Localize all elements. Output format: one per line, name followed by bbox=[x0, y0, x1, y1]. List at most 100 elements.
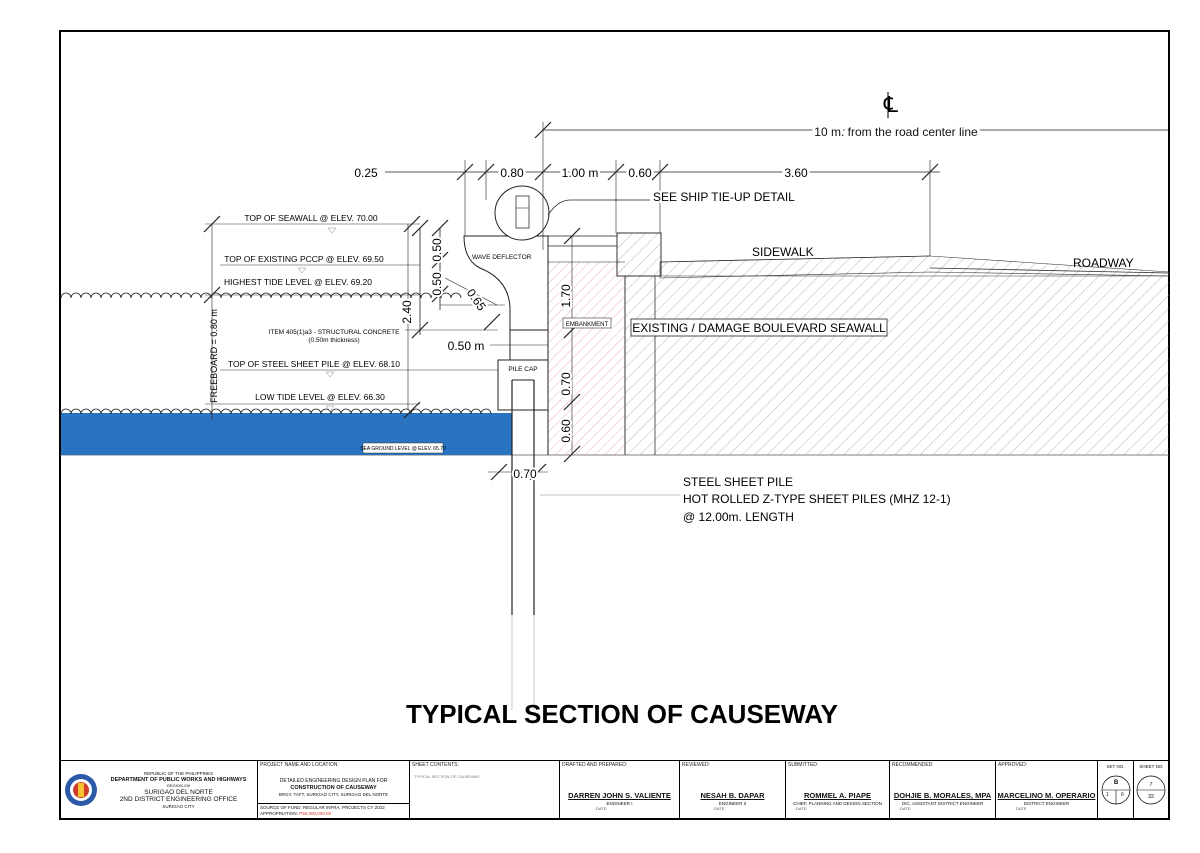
project-fund: SOURCE OF FUND: REGULAR INFRA. PROJECTS … bbox=[260, 805, 385, 810]
dim-360: 3.60 bbox=[784, 166, 808, 180]
sheet-no-top: 7 bbox=[1149, 782, 1153, 788]
submitted-date: DATE bbox=[796, 806, 807, 811]
title-block: REPUBLIC OF THE PHILIPPINES DEPARTMENT O… bbox=[60, 760, 1169, 820]
freeboard-label: FREEBOARD = 0.80 m bbox=[209, 309, 219, 403]
dim-070-vertical: 0.70 bbox=[559, 372, 573, 396]
centerline-note: 10 m. from the road center line bbox=[814, 125, 978, 139]
dim-170: 1.70 bbox=[559, 284, 573, 308]
project-appropriation: APPROPRIATION: P50,000,000.00 bbox=[260, 811, 331, 816]
approved-label: APPROVED: bbox=[998, 762, 1028, 768]
agency-republic: REPUBLIC OF THE PHILIPPINES bbox=[143, 771, 214, 776]
sheet-pile-label-3: @ 12.00m. LENGTH bbox=[683, 510, 794, 524]
set-no-circle bbox=[1101, 775, 1131, 805]
embankment-label: EMBANKMENT bbox=[566, 322, 609, 328]
drafted-cell: DRAFTED AND PREPARED: DARREN JOHN S. VAL… bbox=[560, 761, 680, 820]
recommended-name: DOHJIE B. MORALES, MPA bbox=[893, 791, 992, 800]
dim-025: 0.25 bbox=[354, 166, 378, 180]
sheet-no-circle bbox=[1136, 775, 1166, 805]
high-tide-waves bbox=[60, 292, 462, 299]
item-405-line1: ITEM 405(1)a3 - STRUCTURAL CONCRETE bbox=[269, 329, 401, 336]
dim-050-upper: 0.50 bbox=[430, 238, 444, 262]
agency-city: SURIGAO CITY bbox=[162, 804, 195, 809]
drawing-title: TYPICAL SECTION OF CAUSEWAY bbox=[406, 699, 838, 729]
agency-province: SURIGAO DEL NORTE bbox=[144, 789, 213, 796]
dim-240: 2.40 bbox=[400, 300, 414, 324]
set-no-top: B bbox=[1113, 780, 1119, 786]
level-low-tide: LOW TIDE LEVEL @ ELEV. 66.30 bbox=[255, 392, 385, 402]
ship-tie-leader bbox=[547, 199, 650, 216]
sheet-contents-cell: SHEET CONTENTS: TYPICAL SECTION OF CAUSE… bbox=[410, 761, 560, 820]
drafted-label: DRAFTED AND PREPARED: bbox=[562, 762, 628, 768]
set-no-cell: SET NO. B 1 6 bbox=[1098, 761, 1134, 820]
sidewalk-label: SIDEWALK bbox=[752, 245, 814, 259]
reviewed-date: DATE bbox=[714, 806, 725, 811]
dim-080: 0.80 bbox=[500, 166, 524, 180]
embankment-hatch bbox=[548, 262, 625, 455]
level-pccp-top: TOP OF EXISTING PCCP @ ELEV. 69.50 bbox=[224, 254, 384, 264]
submitted-name: ROMMEL A. PIAPE bbox=[803, 791, 872, 800]
sheet-pile-label-1: STEEL SHEET PILE bbox=[683, 475, 793, 489]
reviewed-label: REVIEWED: bbox=[682, 762, 711, 768]
roadway-label: ROADWAY bbox=[1073, 256, 1134, 270]
project-line2: CONSTRUCTION OF CAUSEWAY bbox=[290, 785, 377, 791]
recommended-date: DATE bbox=[900, 806, 911, 811]
drafted-position: ENGINEER I bbox=[606, 801, 633, 806]
project-line1: DETAILED ENGINEERING DESIGN PLAN FOR bbox=[279, 778, 388, 784]
dim-060-vertical: 0.60 bbox=[559, 419, 573, 443]
existing-seawall-label: EXISTING / DAMAGE BOULEVARD SEAWALL bbox=[632, 321, 886, 335]
dim-065: 0.65 bbox=[464, 286, 489, 313]
submitted-position: CHIEF, PLANNING AND DESIGN SECTION bbox=[793, 801, 882, 806]
level-sheet-pile-top: TOP OF STEEL SHEET PILE @ ELEV. 68.10 bbox=[228, 359, 400, 369]
sheet-no-cell: SHEET NO. 7 32 bbox=[1134, 761, 1169, 820]
drafted-name: DARREN JOHN S. VALIENTE bbox=[568, 791, 671, 800]
approved-position: DISTRICT ENGINEER bbox=[1023, 801, 1070, 806]
set-no-right: 6 bbox=[1121, 792, 1124, 798]
wave-deflector-label: WAVE DEFLECTOR bbox=[472, 254, 532, 261]
project-line3: BRGY. TAFT, SURIGAO CITY, SURIGAO DEL NO… bbox=[278, 792, 389, 797]
project-cell: PROJECT NAME AND LOCATION: DETAILED ENGI… bbox=[258, 761, 410, 820]
submitted-cell: SUBMITTED: ROMMEL A. PIAPE CHIEF, PLANNI… bbox=[786, 761, 890, 820]
dpwh-logo bbox=[65, 774, 97, 806]
sheet-no-label: SHEET NO. bbox=[1139, 764, 1164, 769]
project-label: PROJECT NAME AND LOCATION: bbox=[260, 762, 339, 768]
recommended-position: OIC, ASSISTANT DISTRICT ENGINEER bbox=[901, 801, 984, 806]
pile-cap bbox=[497, 359, 549, 411]
set-no-left: 1 bbox=[1106, 792, 1109, 798]
reviewed-name: NESAH B. DAPAR bbox=[700, 791, 765, 800]
sheet-contents-label: SHEET CONTENTS: bbox=[412, 762, 459, 768]
centerline-symbol: ℄ bbox=[883, 92, 899, 117]
reviewed-cell: REVIEWED: NESAH B. DAPAR ENGINEER II DAT… bbox=[680, 761, 786, 820]
level-seawall-top: TOP OF SEAWALL @ ELEV. 70.00 bbox=[244, 213, 377, 223]
wave-deflector-wall bbox=[463, 235, 549, 331]
dim-050m: 0.50 m bbox=[448, 339, 485, 353]
set-no-label: SET NO. bbox=[1106, 764, 1125, 769]
item-405-line2: (0.50m thickness) bbox=[308, 337, 359, 344]
approved-cell: APPROVED: MARCELINO M. OPERARIO DISTRICT… bbox=[996, 761, 1098, 820]
level-high-tide: HIGHEST TIDE LEVEL @ ELEV. 69.20 bbox=[224, 277, 372, 287]
sheet-pile-label-2: HOT ROLLED Z-TYPE SHEET PILES (MHZ 12-1) bbox=[683, 492, 951, 506]
submitted-label: SUBMITTED: bbox=[788, 762, 819, 768]
curb-block bbox=[616, 232, 662, 277]
ship-tie-up-circle bbox=[494, 185, 550, 241]
drafted-date: DATE bbox=[596, 806, 607, 811]
low-tide-waves bbox=[60, 408, 492, 415]
approved-date: DATE bbox=[1016, 806, 1027, 811]
approved-name: MARCELINO M. OPERARIO bbox=[997, 791, 1096, 800]
recommended-cell: RECOMMENDED: DOHJIE B. MORALES, MPA OIC,… bbox=[890, 761, 996, 820]
recommended-label: RECOMMENDED: bbox=[892, 762, 934, 768]
existing-seawall-hatch bbox=[625, 271, 1169, 455]
ship-tie-label: SEE SHIP TIE-UP DETAIL bbox=[653, 190, 795, 204]
pile-cap-label: PILE CAP bbox=[508, 366, 537, 373]
dim-060: 0.60 bbox=[628, 166, 652, 180]
level-sea-ground: SEA GROUND LEVEL @ ELEV. 65.70 bbox=[360, 446, 446, 452]
dim-070-horizontal: 0.70 bbox=[513, 467, 537, 481]
sheet-no-bottom: 32 bbox=[1147, 794, 1155, 800]
dim-100: 1.00 m bbox=[562, 166, 599, 180]
agency-cell: REPUBLIC OF THE PHILIPPINES DEPARTMENT O… bbox=[60, 761, 258, 820]
agency-office: 2ND DISTRICT ENGINEERING OFFICE bbox=[119, 796, 238, 803]
sheet-contents-value: TYPICAL SECTION OF CAUSEWAY bbox=[414, 774, 480, 779]
agency-region: REGION XIII bbox=[167, 783, 190, 788]
dim-050-lower: 0.50 bbox=[430, 272, 444, 296]
